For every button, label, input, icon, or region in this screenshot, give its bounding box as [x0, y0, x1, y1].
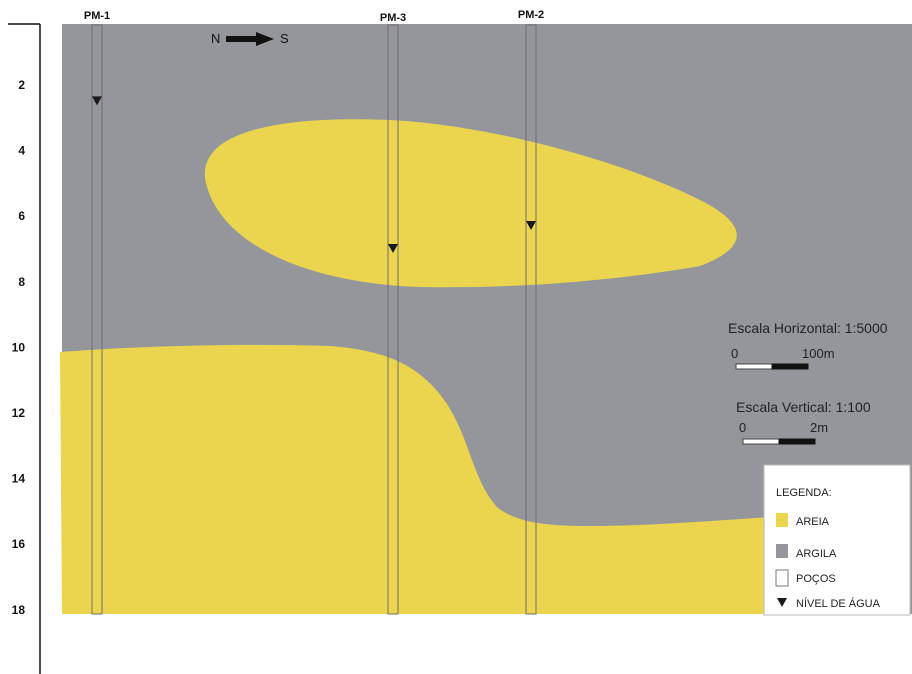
- horizontal-scale-bar-black: [771, 363, 809, 370]
- depth-tick-label: 12: [12, 406, 26, 420]
- well-label-pm-3: PM-3: [380, 12, 406, 24]
- depth-tick-label: 16: [12, 537, 26, 551]
- horizontal-scale-title: Escala Horizontal: 1:5000: [728, 320, 888, 336]
- well-column-pm-2: [525, 24, 537, 615]
- vertical-scale-start: 0: [739, 420, 746, 435]
- depth-tick-label: 8: [18, 275, 25, 289]
- legend: LEGENDA: AREIA ARGILA POÇOS NÍVEL DE ÁGU…: [763, 464, 911, 616]
- water-level-marker-icon: [777, 598, 787, 607]
- vertical-scale-bar-black: [778, 438, 816, 445]
- orientation-arrow-icon: [226, 32, 274, 46]
- depth-tick-label: 14: [12, 472, 26, 486]
- legend-label-water-level: NÍVEL DE ÁGUA: [796, 597, 881, 610]
- horizontal-scale-bar-white: [735, 363, 773, 370]
- depth-tick-label: 4: [18, 144, 25, 158]
- legend-swatch-clay: [776, 544, 788, 558]
- north-label: N: [211, 31, 220, 46]
- depth-tick-label: 18: [12, 603, 26, 617]
- well-column-pm-1: [91, 24, 103, 615]
- horizontal-scale-start: 0: [731, 346, 738, 361]
- well-label-pm-1: PM-1: [84, 10, 110, 22]
- vertical-scale-title: Escala Vertical: 1:100: [736, 399, 871, 415]
- legend-box: [763, 464, 911, 616]
- legend-title: LEGENDA:: [776, 487, 832, 499]
- sand-layer-lower: [60, 344, 770, 614]
- legend-swatch-sand: [776, 513, 788, 527]
- horizontal-scale-end: 100m: [802, 346, 835, 361]
- legend-swatch-well: [775, 569, 789, 587]
- legend-label-clay: ARGILA: [796, 548, 837, 560]
- water-level-marker-pm-1: [92, 96, 102, 106]
- vertical-scale-end: 2m: [810, 420, 828, 435]
- sand-lens-upper: [204, 119, 737, 288]
- legend-label-well: POÇOS: [796, 573, 836, 585]
- water-level-marker-pm-2: [526, 221, 536, 231]
- well-label-pm-2: PM-2: [518, 9, 544, 21]
- legend-label-sand: AREIA: [796, 516, 830, 528]
- well-column-pm-3: [387, 24, 399, 615]
- vertical-scale-bar-white: [742, 438, 780, 445]
- depth-tick-label: 2: [18, 78, 25, 92]
- south-label: S: [280, 31, 289, 46]
- water-level-marker-pm-3: [388, 244, 398, 253]
- depth-tick-label: 10: [12, 340, 26, 354]
- depth-tick-label: 6: [18, 209, 25, 223]
